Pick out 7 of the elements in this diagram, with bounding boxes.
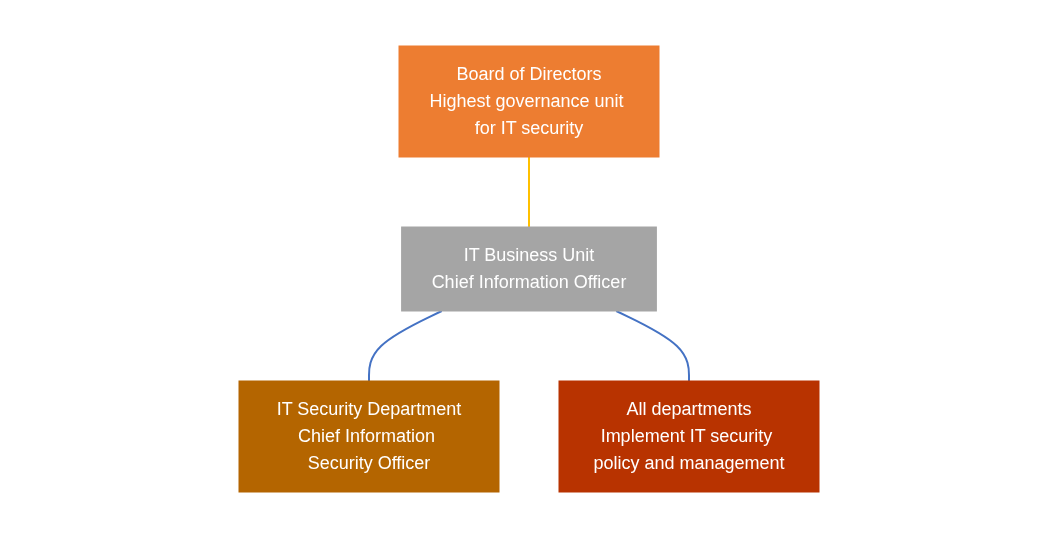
node-box: Board of Directors Highest governance unit for IT security — [398, 45, 660, 158]
connector — [368, 310, 443, 382]
node-box: All departments Implement IT security policy and management — [558, 380, 820, 493]
node-box: IT Security Department Chief Information Security Officer — [238, 380, 500, 493]
node-box: IT Business Unit Chief Information Officer — [401, 226, 657, 312]
connector — [528, 156, 530, 228]
connector — [615, 310, 690, 382]
